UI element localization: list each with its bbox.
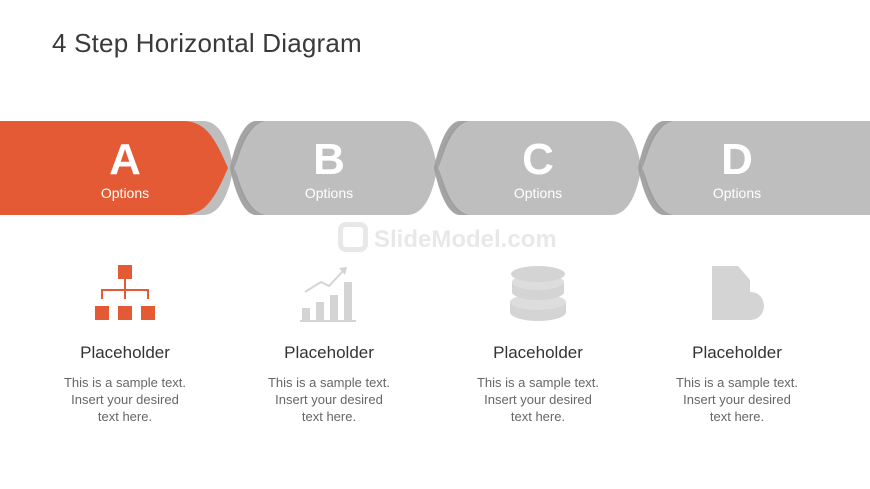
step-d-heading: Placeholder [692,343,782,362]
document-icon [712,266,764,320]
ribbon-segment-a [0,121,228,215]
ribbon-band [0,121,870,215]
step-c-heading: Placeholder [493,343,583,362]
step-a-letter: A [109,135,141,184]
page-title: 4 Step Horizontal Diagram [52,28,362,58]
coin-stack-icon [510,266,566,321]
step-c-options: Options [513,185,563,201]
step-b-heading: Placeholder [284,343,374,362]
org-chart-icon [95,265,155,320]
step-a-heading: Placeholder [80,343,170,362]
step-c-letter: C [522,135,554,184]
step-b-letter: B [313,135,345,184]
watermark: SlideModel.com [338,220,557,260]
step-d-description: This is a sample text. Insert your desir… [675,375,799,424]
step-a-options: Options [100,185,150,201]
step-b-description: This is a sample text. Insert your desir… [267,375,391,424]
step-b-options: Options [304,185,354,201]
watermark-logo-icon [338,222,368,252]
step-d-options: Options [712,185,762,201]
step-d-letter: D [721,135,753,184]
step-a-description: This is a sample text. Insert your desir… [63,375,187,424]
step-c-description: This is a sample text. Insert your desir… [476,375,600,424]
watermark-text: SlideModel.com [374,226,557,253]
growth-chart-icon [300,267,356,322]
